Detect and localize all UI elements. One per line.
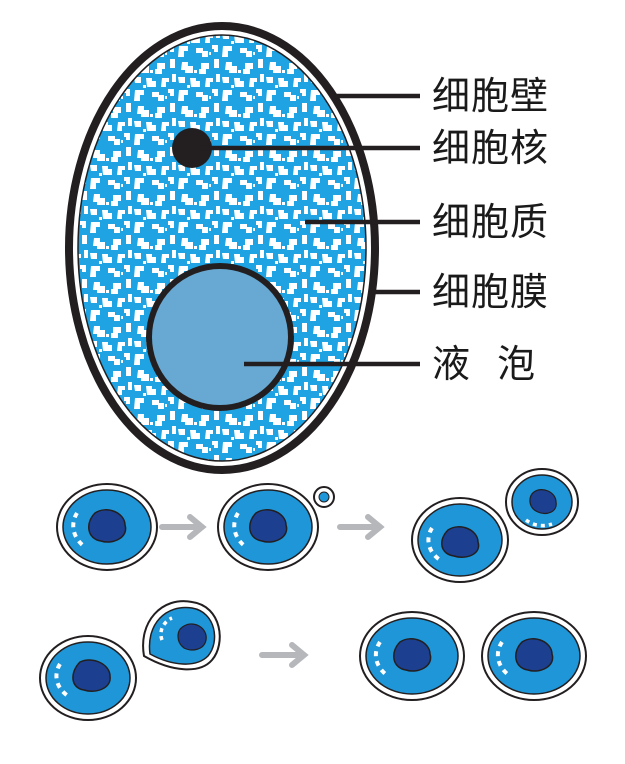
- yeast-cell-with-bud: [39, 600, 221, 721]
- yeast-nucleus: [72, 659, 111, 692]
- arrow-icon: [337, 514, 385, 540]
- yeast-nucleus: [88, 509, 127, 543]
- yeast-nucleus: [441, 526, 480, 558]
- vesicle-dashes: [71, 511, 87, 549]
- arrow-icon: [159, 514, 207, 540]
- vesicle-dashes: [232, 511, 248, 549]
- vacuole: [146, 263, 294, 411]
- budding-row-2: [39, 600, 587, 721]
- yeast-nucleus: [249, 509, 288, 543]
- yeast-cell-with-small-bud: [217, 483, 335, 571]
- label-cell-membrane: 细胞膜: [432, 270, 550, 314]
- main-cell: [65, 22, 379, 474]
- label-vacuole: 液 泡: [432, 342, 537, 386]
- vesicle-dashes: [426, 526, 442, 562]
- yeast-nucleus: [393, 638, 432, 672]
- vesicle-dashes: [54, 662, 70, 698]
- vesicle-dashes: [495, 640, 512, 678]
- budding-row-1: [56, 468, 579, 583]
- vesicle-dashes: [373, 640, 390, 678]
- label-cell-wall: 细胞壁: [432, 74, 550, 118]
- yeast-cell: [481, 611, 587, 701]
- leader-lines: [200, 93, 420, 367]
- yeast-cell: [359, 611, 465, 701]
- arrow-icon: [259, 642, 309, 668]
- yeast-nucleus: [515, 638, 554, 672]
- yeast-cell: [56, 483, 158, 571]
- yeast-cell-with-large-bud: [411, 468, 579, 583]
- label-cytoplasm: 细胞质: [432, 200, 550, 244]
- nucleus: [172, 128, 212, 168]
- label-nucleus: 细胞核: [432, 126, 550, 170]
